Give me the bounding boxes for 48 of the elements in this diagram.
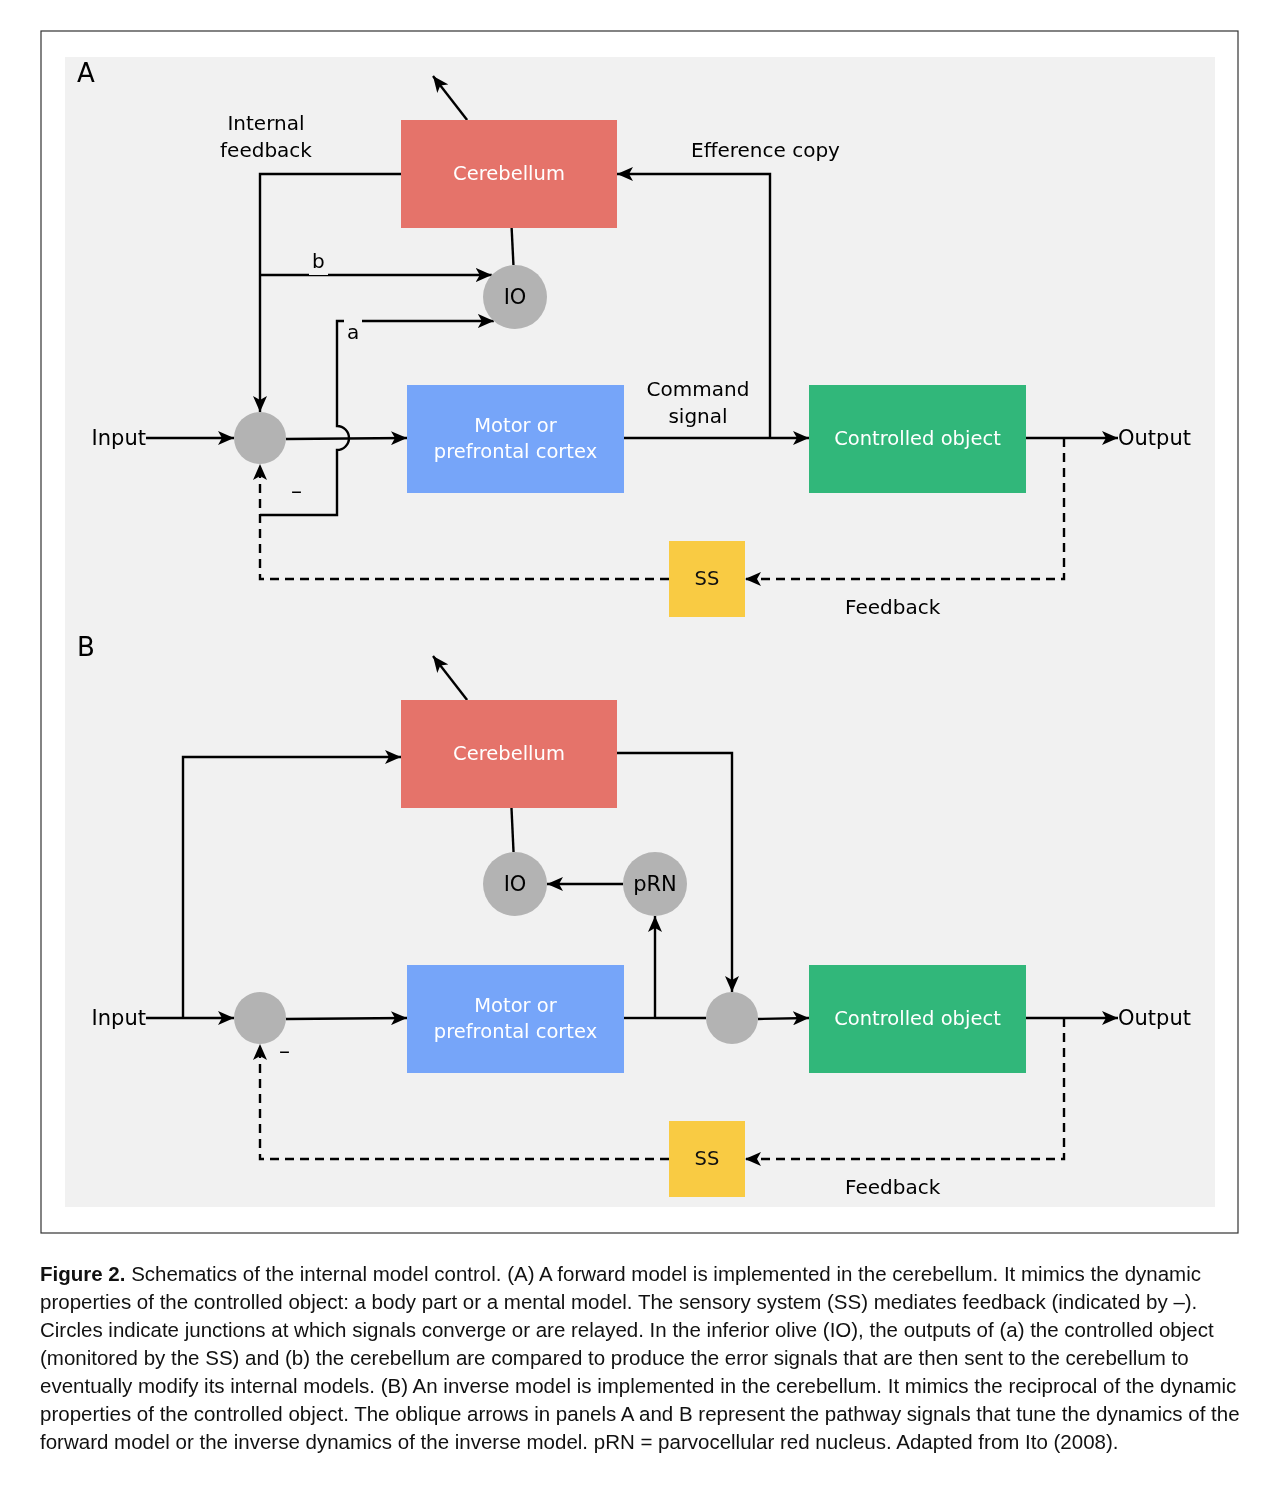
- connector-line: [1026, 1016, 1064, 1020]
- arrow: [260, 268, 492, 282]
- panel-letter: B: [77, 632, 95, 662]
- arrow: [745, 1018, 1066, 1166]
- minus-sign: –: [279, 1038, 290, 1063]
- process-box: Controlled object: [809, 965, 1026, 1073]
- arrow: [757, 1011, 810, 1026]
- process-box: Motor or prefrontal cortex: [407, 385, 624, 493]
- arrow: [1064, 1011, 1118, 1025]
- figure-caption: Figure 2. Schematics of the internal model control. (A) A forward model is implemented in the cerebellum. It mimics the dynamic properties of the controlled object: a body part or a mental model. The sensory system (SS) mediates feedback (indicated by –). Circles indicate junctions at which signals converge or are relayed. In the inferior olive (IO), the outputs of (a) the controlled object (monitored by the SS) and (b) the cerebellum are compared to produce the error signals that are then sent to the cerebellum to eventually modify its internal models. (B) An inverse model is implemented in the cerebellum. It mimics the reciprocal of the dynamic properties of the controlled object. The oblique arrows in panels A and B represent the pathway signals that tune the dynamics of the forward model or the inverse dynamics of the inverse model. pRN = parvocellular red nucleus. Adapted from Ito (2008).: [40, 1261, 1240, 1455]
- connector-line: [1026, 436, 1064, 440]
- arrow: [253, 1044, 669, 1161]
- process-box: Cerebellum: [401, 120, 617, 228]
- arrow: [432, 75, 469, 121]
- signal-label: Output: [1118, 1004, 1210, 1032]
- arrow: [432, 655, 469, 701]
- signal-label: Input: [66, 1004, 146, 1032]
- panel-letter: A: [77, 58, 95, 88]
- arrow: [253, 275, 267, 412]
- connector-line: [510, 807, 515, 853]
- connector-line: [655, 1016, 706, 1020]
- connector-line: [258, 172, 401, 275]
- arrow: [146, 431, 234, 445]
- minus-sign: –: [291, 478, 302, 503]
- connector-line: [146, 1016, 183, 1020]
- connector-line: [624, 436, 770, 440]
- signal-label: Input: [66, 424, 146, 452]
- connector-line: [510, 227, 515, 266]
- arrow: [770, 431, 809, 445]
- arrow: [285, 1011, 407, 1026]
- arrow: [547, 877, 623, 891]
- arrow: [183, 1011, 234, 1025]
- arrow: [260, 314, 494, 517]
- arrow: [1064, 431, 1118, 445]
- arrow: [285, 431, 407, 446]
- process-box: Cerebellum: [401, 700, 617, 808]
- arrow: [617, 751, 739, 992]
- arrow: [745, 438, 1066, 586]
- signal-label: Output: [1118, 424, 1210, 452]
- connector-line: [624, 1016, 655, 1020]
- process-box: SS: [669, 541, 745, 617]
- arrow: [648, 916, 662, 1018]
- arrow: [253, 464, 669, 581]
- process-box: Controlled object: [809, 385, 1026, 493]
- arrow: [617, 167, 772, 438]
- arrow: [181, 750, 401, 1018]
- process-box: Motor or prefrontal cortex: [407, 965, 624, 1073]
- process-box: SS: [669, 1121, 745, 1197]
